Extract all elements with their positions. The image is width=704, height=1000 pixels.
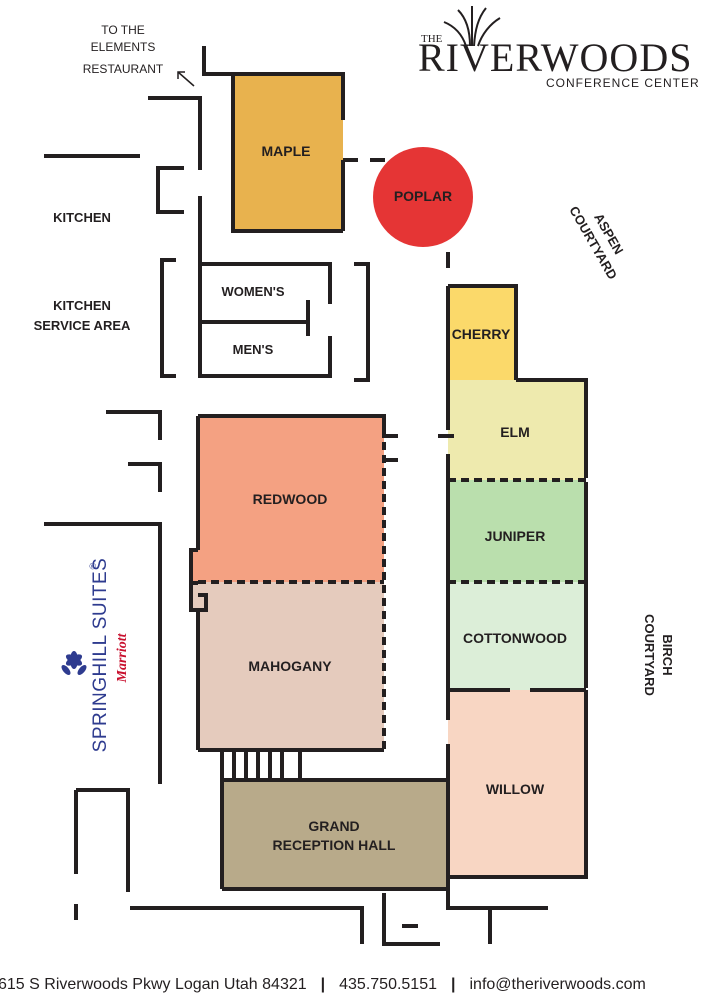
footer-email[interactable]: info@theriverwoods.com bbox=[469, 976, 646, 993]
flower-icon bbox=[61, 651, 87, 675]
direction-line2: ELEMENTS bbox=[91, 40, 156, 54]
redwood-room[interactable] bbox=[198, 416, 384, 582]
springhill-suites-logo: SPRINGHILL SUITES ® Marriott bbox=[61, 558, 130, 753]
cottonwood-label: COTTONWOOD bbox=[463, 630, 567, 646]
marriott-brand: Marriott bbox=[115, 632, 130, 683]
cherry-label: CHERRY bbox=[452, 326, 511, 342]
kitchen-service-label-line1: KITCHEN bbox=[53, 298, 111, 313]
juniper-label: JUNIPER bbox=[485, 528, 546, 544]
mahogany-room[interactable] bbox=[198, 582, 384, 750]
kitchen-label: KITCHEN bbox=[53, 210, 111, 225]
aspen-courtyard-label: ASPEN COURTYARD bbox=[566, 204, 626, 282]
partitions bbox=[198, 416, 586, 750]
grand-reception-hall[interactable] bbox=[222, 780, 448, 889]
footer-separator: | bbox=[451, 976, 456, 993]
registered-mark: ® bbox=[88, 562, 98, 569]
kitchen-service-label-line2: SERVICE AREA bbox=[34, 318, 131, 333]
direction-line3: RESTAURANT bbox=[83, 62, 164, 76]
direction-line1: TO THE bbox=[101, 23, 145, 37]
reed-icon bbox=[443, 6, 501, 47]
redwood-alcove bbox=[191, 550, 203, 583]
elm-label: ELM bbox=[500, 424, 530, 440]
willow-label: WILLOW bbox=[486, 781, 545, 797]
mahogany-alcove bbox=[191, 582, 203, 610]
grand-hall-label-line1: GRAND bbox=[308, 818, 359, 834]
womens-restroom-label: WOMEN'S bbox=[221, 284, 284, 299]
poplar-room[interactable] bbox=[373, 147, 473, 247]
cherry-room[interactable] bbox=[448, 286, 516, 380]
logo-the: THE bbox=[421, 33, 443, 45]
juniper-room[interactable] bbox=[448, 480, 586, 582]
elm-room[interactable] bbox=[448, 380, 586, 480]
riverwoods-logo: THE RIVERWOODS CONFERENCE CENTER bbox=[418, 6, 700, 90]
logo-subtitle: CONFERENCE CENTER bbox=[546, 76, 700, 90]
mens-restroom-label: MEN'S bbox=[233, 342, 274, 357]
redwood-label: REDWOOD bbox=[253, 491, 328, 507]
footer-contact-bar: 615 S Riverwoods Pkwy Logan Utah 84321 | 4… bbox=[0, 976, 704, 1000]
springhill-brand: SPRINGHILL SUITES bbox=[90, 558, 111, 753]
logo-name: RIVERWOODS bbox=[418, 35, 692, 80]
restaurant-direction: TO THE ELEMENTS RESTAURANT bbox=[83, 23, 195, 87]
room-fills bbox=[191, 74, 586, 889]
cottonwood-room[interactable] bbox=[448, 582, 586, 690]
birch-label-line1: BIRCH bbox=[660, 634, 675, 675]
birch-label-line2: COURTYARD bbox=[642, 614, 657, 696]
poplar-label: POPLAR bbox=[394, 188, 452, 204]
birch-courtyard-label: BIRCH COURTYARD bbox=[642, 614, 675, 696]
footer-phone[interactable]: 435.750.5151 bbox=[339, 976, 437, 993]
mahogany-label: MAHOGANY bbox=[248, 658, 332, 674]
footer-address: 615 S Riverwoods Pkwy Logan Utah 84321 bbox=[0, 976, 307, 993]
grand-hall-label-line2: RECEPTION HALL bbox=[273, 837, 396, 853]
maple-room[interactable] bbox=[233, 74, 343, 231]
footer-separator: | bbox=[320, 976, 326, 993]
walls bbox=[44, 46, 588, 946]
arrow-up-left-icon bbox=[177, 71, 195, 87]
maple-label: MAPLE bbox=[262, 143, 311, 159]
stairs bbox=[220, 750, 284, 780]
willow-room[interactable] bbox=[448, 690, 586, 877]
